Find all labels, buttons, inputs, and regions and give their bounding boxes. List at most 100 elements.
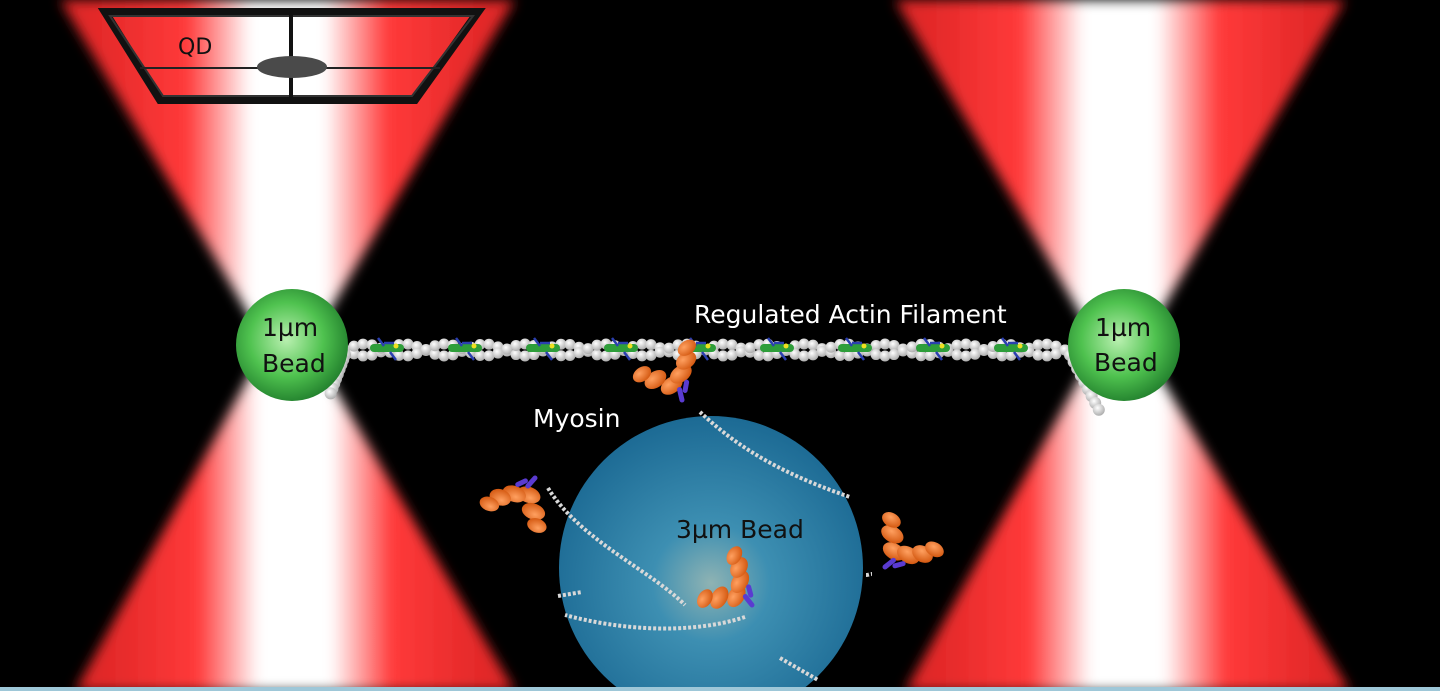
actin-subunit (888, 339, 900, 351)
actin-subunit (510, 349, 522, 361)
actin-subunit (438, 350, 450, 362)
troponin-marker (533, 337, 553, 361)
myosin-head (479, 496, 500, 512)
tropomyosin-segment (760, 344, 794, 352)
myosin-head (527, 518, 547, 533)
actin-subunit (1032, 339, 1044, 351)
actin-subunit (978, 344, 990, 356)
actin-subunit (915, 350, 927, 362)
actin-subunit (798, 338, 810, 350)
actin-subunit (636, 350, 648, 362)
myosin-molecule-icon (881, 512, 944, 570)
myosin-tail (698, 410, 851, 499)
actin-subunit (744, 342, 756, 354)
actin-subunit (483, 350, 495, 362)
actin-subunit (483, 338, 495, 350)
myosin-tail (564, 613, 746, 631)
troponin-marker (783, 343, 789, 349)
actin-subunit (564, 338, 576, 350)
troponin-marker (1001, 337, 1021, 361)
actin-subunit (564, 350, 576, 362)
myosin-neck (882, 557, 906, 570)
myosin-head (925, 541, 944, 558)
actin-subunit (807, 349, 819, 361)
myosin-molecule-icon (479, 475, 547, 533)
actin-subunit (1041, 350, 1053, 362)
myosin-neck (677, 379, 690, 403)
tropomyosin-segment (448, 344, 482, 352)
right-bead-label-line1: 1µm (1095, 313, 1151, 342)
tropomyosin-segment (994, 344, 1028, 352)
myosin-head (882, 512, 901, 528)
actin-subunit (357, 350, 369, 362)
actin-subunit (1050, 348, 1062, 360)
actin-subunit (798, 350, 810, 362)
tropomyosin-segment (838, 344, 872, 352)
myosin-neck (515, 475, 538, 489)
myosin-head (675, 351, 697, 370)
actin-subunit (582, 343, 594, 355)
actin-subunit (573, 347, 585, 359)
actin-subunit (591, 349, 603, 361)
actin-subunit (600, 350, 612, 362)
actin-subunit (825, 341, 837, 353)
bottom-edge (0, 687, 1440, 691)
troponin-marker (861, 343, 867, 349)
actin-subunit (996, 350, 1008, 362)
myosin-tail (546, 486, 687, 607)
actin-subunit (726, 349, 738, 361)
troponin-marker (939, 343, 945, 349)
actin-subunit (420, 344, 432, 356)
actin-subunit (357, 338, 369, 350)
actin-subunit (663, 342, 675, 354)
myosin-head (521, 502, 546, 521)
actin-subunit (870, 339, 882, 351)
actin-subunit (816, 345, 828, 357)
actin-subunit (960, 350, 972, 362)
actin-subunit (429, 348, 441, 360)
quantum-dot (257, 56, 327, 78)
troponin-marker (1017, 343, 1023, 349)
actin-subunit (645, 349, 657, 361)
actin-subunit (807, 339, 819, 351)
myosin-head (670, 364, 692, 384)
actin-subunit (879, 350, 891, 362)
myosin-head (881, 525, 904, 544)
troponin-marker (455, 337, 475, 361)
actin-subunit (591, 339, 603, 351)
actin-subunit (348, 340, 360, 352)
myosin-molecule-icon (632, 339, 697, 403)
myosin-head (710, 586, 729, 609)
actin-subunit (834, 350, 846, 362)
actin-subunit (1050, 340, 1062, 352)
troponin-marker (377, 337, 397, 361)
troponin-marker (705, 343, 711, 349)
actin-subunit (726, 339, 738, 351)
actin-subunit (717, 338, 729, 350)
myosin-head (726, 546, 743, 565)
actin-subunit (1032, 349, 1044, 361)
myosin-label: Myosin (533, 404, 620, 433)
actin-filament (324, 337, 1105, 416)
right-bead-label-line2: Bead (1094, 348, 1158, 377)
large-bead (559, 416, 863, 691)
actin-subunit (1092, 403, 1105, 416)
actin-subunit (762, 350, 774, 362)
troponin-marker (923, 337, 943, 361)
tropomyosin-segment (526, 344, 560, 352)
actin-subunit (843, 350, 855, 362)
qd-label: QD (178, 35, 212, 60)
actin-subunit (519, 350, 531, 362)
actin-subunit (1041, 338, 1053, 350)
actin-subunit (474, 350, 486, 362)
myosin-head (697, 589, 713, 608)
actin-subunit (645, 339, 657, 351)
right-small-bead (1068, 289, 1180, 401)
tropomyosin-segment (916, 344, 950, 352)
myosin-tail (557, 590, 583, 598)
actin-subunit (789, 348, 801, 360)
quantum-dot-inset-icon: QD (97, 7, 486, 104)
actin-subunit (447, 349, 459, 361)
troponin-marker (549, 343, 555, 349)
actin-subunit (906, 341, 918, 353)
